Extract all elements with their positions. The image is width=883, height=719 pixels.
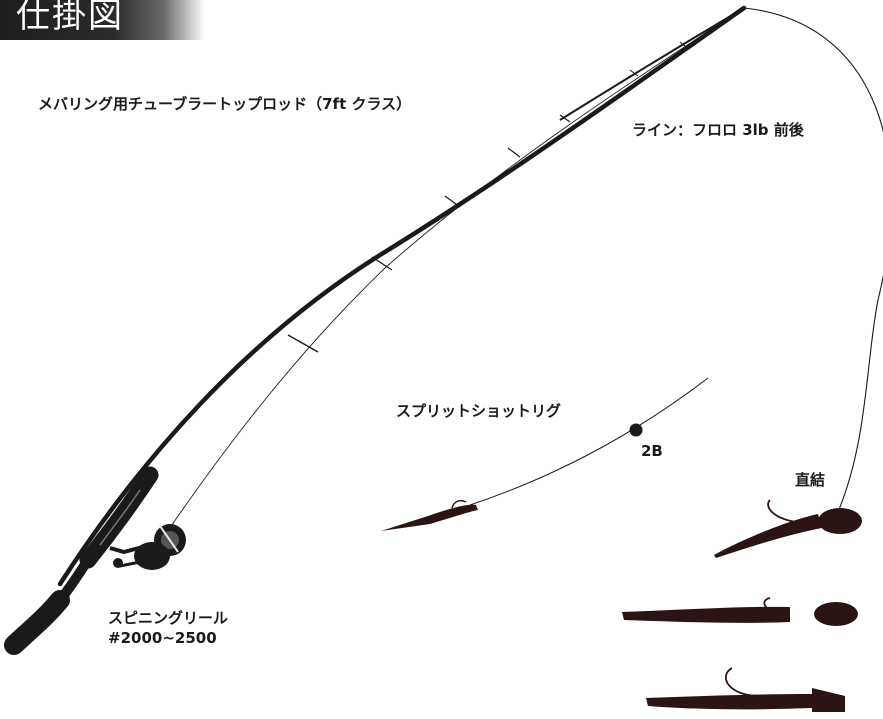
guide-4 (507, 147, 521, 158)
guide-2 (371, 256, 393, 271)
split-shot-hook (451, 499, 467, 509)
title-tab: 仕掛図 (0, 0, 205, 40)
guide-3 (444, 195, 461, 208)
reel-handle (119, 560, 141, 568)
jighead-1-hook (767, 499, 797, 523)
line-label: ライン：フロロ 3lb 前後 (632, 121, 804, 139)
split-shot-rig (381, 377, 709, 531)
reel-body (134, 542, 170, 570)
grip-highlight (99, 489, 141, 546)
split-shot-rig-label: スプリットショットリグ (396, 402, 562, 420)
main-line (743, 7, 883, 513)
jighead-3-hook (725, 667, 761, 697)
split-shot-weight (629, 423, 643, 437)
jighead-rig-variant-3 (646, 667, 845, 712)
jighead-2-head (814, 602, 858, 626)
jighead-2-worm (622, 606, 790, 623)
jighead-rig-variant-2 (622, 597, 858, 626)
jighead-3-worm (646, 694, 812, 710)
fishing-rod (4, 5, 747, 655)
rod-label: メバリング用チューブラートップロッド（7ft クラス） (38, 95, 412, 113)
rod-blank (57, 5, 747, 587)
jighead-1-head (818, 508, 862, 534)
reel-name-label: スピニングリール (108, 609, 229, 627)
butt-grip (4, 590, 70, 655)
reel-size-label: #2000~2500 (108, 629, 217, 647)
guide-1 (287, 334, 319, 353)
split-shot-worm (381, 504, 478, 531)
jighead-rig-main (714, 499, 862, 558)
guide-7 (679, 41, 687, 48)
jighead-1-worm (714, 514, 822, 558)
jighead-3-head (812, 688, 845, 712)
guide-5 (559, 114, 571, 123)
reel-knob (113, 558, 123, 568)
guide-line (164, 7, 745, 536)
split-shot-line (469, 377, 709, 506)
spinning-reel (109, 524, 186, 570)
guide-6 (629, 69, 639, 77)
shot-size-label: 2B (641, 442, 663, 460)
diagram-title: 仕掛図 (16, 0, 124, 36)
reel-foot (109, 543, 151, 555)
jighead-2-hook (763, 597, 787, 615)
direct-tie-label: 直結 (795, 471, 826, 489)
rod-tip (559, 7, 745, 121)
